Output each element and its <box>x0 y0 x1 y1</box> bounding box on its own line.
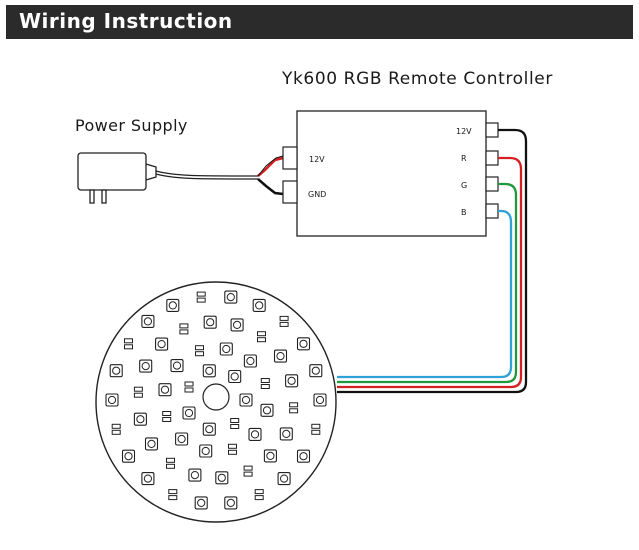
led-chip <box>109 364 123 378</box>
led-chip <box>228 369 242 384</box>
header-bar: Wiring Instruction <box>6 5 633 39</box>
output-wire-black <box>337 128 528 394</box>
controller-box <box>296 110 487 237</box>
led-chip <box>121 449 136 463</box>
led-chip <box>263 449 277 463</box>
output-wire-red <box>337 156 523 389</box>
output-label-b: B <box>461 208 467 217</box>
led-chip <box>158 383 172 397</box>
led-chip <box>252 298 266 312</box>
led-chip <box>309 364 323 378</box>
led-chip <box>239 393 253 407</box>
resistor-chip <box>311 423 321 435</box>
led-chip <box>224 290 238 304</box>
led-chip <box>279 427 293 441</box>
led-chip <box>194 496 208 510</box>
led-chip <box>166 298 180 312</box>
resistor-chip <box>195 345 204 357</box>
led-chip <box>243 354 257 368</box>
output-connector-r <box>485 150 499 166</box>
led-chip <box>141 472 155 486</box>
led-chip <box>155 337 169 351</box>
resistor-chip <box>168 489 178 501</box>
output-connector-g <box>485 176 499 192</box>
led-chip <box>199 444 213 458</box>
resistor-chip <box>111 423 121 435</box>
adapter-cable <box>155 170 259 177</box>
led-chip <box>277 472 291 486</box>
output-wire-green <box>337 182 518 384</box>
resistor-chip <box>257 331 266 343</box>
led-chip <box>203 315 217 329</box>
input-label-gnd: GND <box>308 190 326 199</box>
resistor-chip <box>124 338 133 350</box>
page-title: Wiring Instruction <box>19 9 233 33</box>
resistor-chip <box>166 457 175 469</box>
led-chip <box>202 364 216 378</box>
input-wire-black <box>257 178 284 196</box>
led-chip <box>144 437 159 451</box>
output-wire-blue <box>337 209 513 379</box>
led-chip <box>141 314 155 328</box>
output-label-12v: 12V <box>456 127 472 136</box>
led-panel-center-hole <box>202 383 230 411</box>
resistor-chip <box>179 323 189 335</box>
input-wire-red <box>257 156 284 177</box>
output-connector-b <box>485 203 499 219</box>
led-chip <box>285 374 299 388</box>
input-connector-gnd <box>282 180 298 204</box>
controller-title: Yk600 RGB Remote Controller <box>281 69 553 89</box>
resistor-chip <box>254 489 264 501</box>
led-panel-icon <box>95 281 337 523</box>
power-supply-label: Power Supply <box>75 116 188 135</box>
resistor-chip <box>279 315 289 327</box>
led-chip <box>188 468 202 482</box>
resistor-chip <box>260 378 270 389</box>
led-chip <box>296 449 311 463</box>
resistor-chip <box>289 402 299 414</box>
resistor-chip <box>184 381 194 393</box>
led-chip <box>313 393 327 407</box>
led-chip <box>175 432 189 446</box>
led-chip <box>105 393 119 407</box>
resistor-chip <box>162 411 172 422</box>
led-chip <box>182 406 196 420</box>
resistor-chip <box>243 465 253 477</box>
resistor-chip <box>230 418 240 429</box>
led-chip <box>219 342 233 356</box>
led-chip <box>248 427 262 441</box>
output-label-r: R <box>461 154 467 163</box>
led-chip <box>296 337 311 351</box>
controller-box-icon <box>282 110 499 237</box>
input-label-12v: 12V <box>309 155 325 164</box>
led-chips <box>105 290 327 510</box>
led-chip <box>273 349 288 363</box>
resistor-chip <box>196 291 206 303</box>
led-chip <box>260 403 274 417</box>
led-chip <box>215 471 229 485</box>
led-chip <box>133 412 147 426</box>
led-chip <box>170 359 184 373</box>
output-connector-12v <box>485 122 499 138</box>
input-connector-12v <box>282 146 298 170</box>
power-adapter-icon <box>77 152 157 204</box>
output-label-g: G <box>461 181 467 190</box>
led-chip <box>139 359 153 373</box>
led-chip <box>202 422 216 436</box>
led-chip <box>230 318 244 332</box>
led-chip <box>224 496 238 510</box>
resistor-chip <box>228 443 237 455</box>
resistor-chip <box>133 386 143 398</box>
